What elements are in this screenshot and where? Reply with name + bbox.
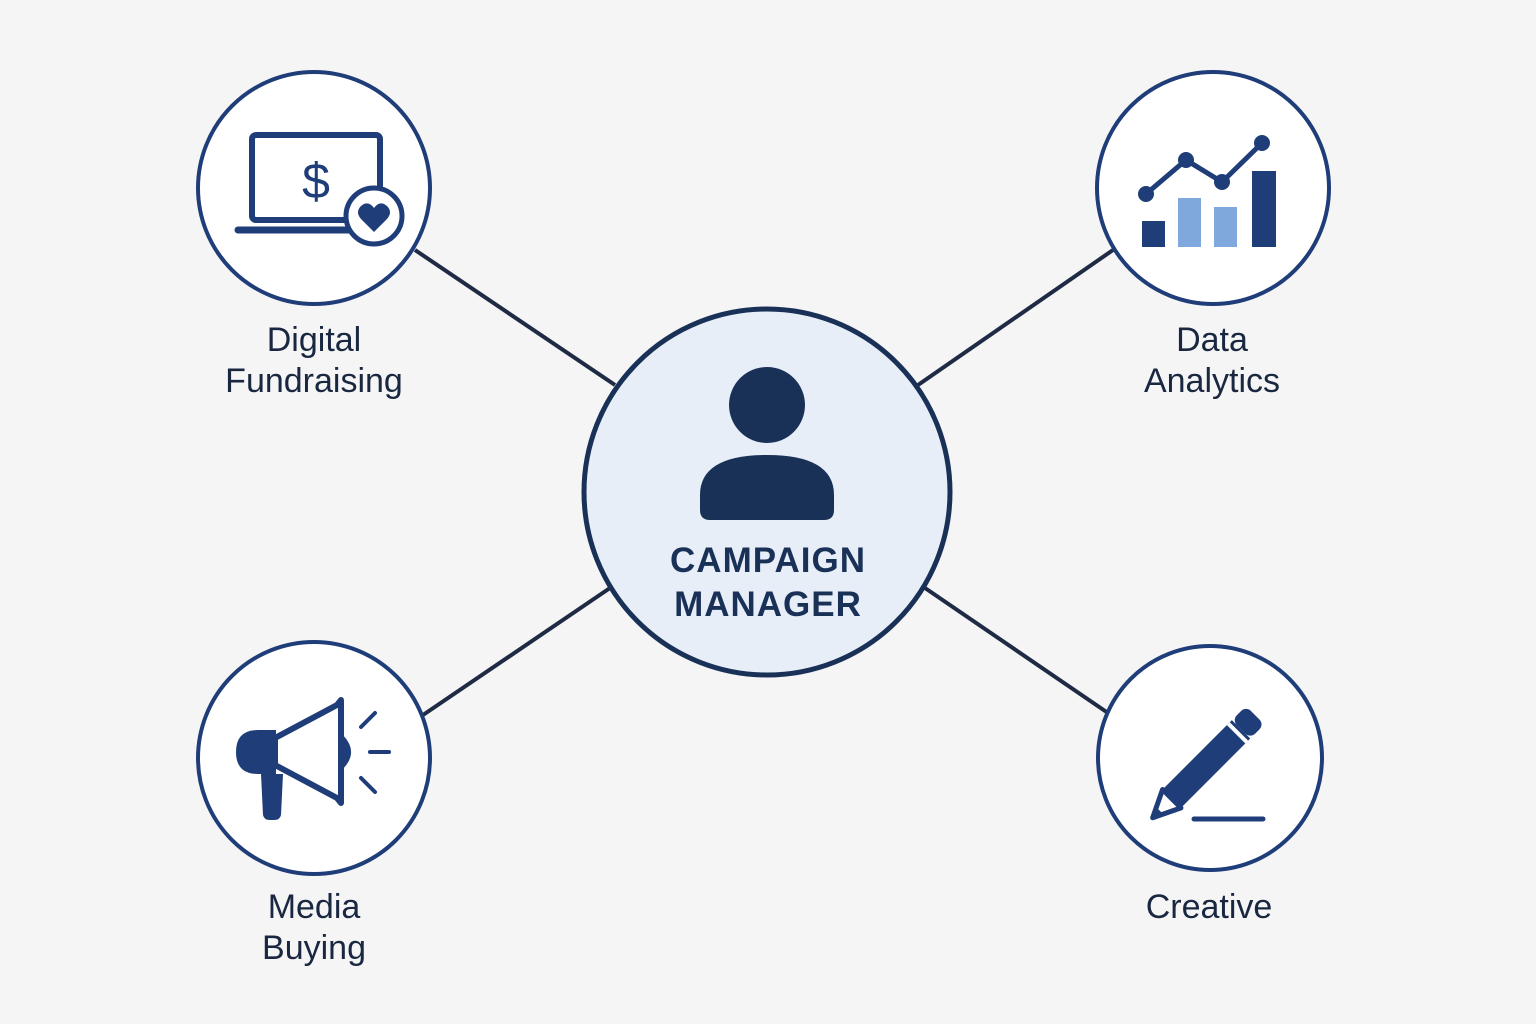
label-data-analytics-line1: Data <box>1176 321 1248 359</box>
pencil-icon <box>1150 708 1266 822</box>
node-media-buying[interactable] <box>196 640 432 876</box>
connector-creative <box>923 586 1110 715</box>
center-label: CAMPAIGN MANAGER <box>618 539 918 627</box>
megaphone-icon <box>236 697 391 820</box>
center-label-line1: CAMPAIGN <box>670 541 866 580</box>
label-data-analytics: Data Analytics <box>1032 320 1392 402</box>
connector-digital-fundraising <box>413 248 617 387</box>
svg-text:$: $ <box>302 153 330 209</box>
label-digital-fundraising-line2: Fundraising <box>225 362 403 400</box>
label-media-buying-line2: Buying <box>262 929 366 967</box>
node-data-analytics[interactable] <box>1095 70 1331 306</box>
connector-data-analytics <box>916 248 1115 387</box>
connector-media-buying <box>421 586 612 717</box>
label-media-buying: Media Buying <box>134 887 494 969</box>
label-data-analytics-line2: Analytics <box>1143 362 1281 400</box>
label-digital-fundraising: Digital Fundraising <box>134 320 494 402</box>
label-creative-line1: Creative <box>1145 888 1273 926</box>
bar-line-chart-icon <box>1138 135 1276 247</box>
label-creative: Creative <box>1029 887 1389 928</box>
label-media-buying-line1: Media <box>267 888 361 926</box>
laptop-dollar-heart-icon: $ <box>234 132 405 247</box>
label-digital-fundraising-line1: Digital <box>266 321 362 359</box>
center-label-line2: MANAGER <box>674 585 862 624</box>
person-icon <box>700 367 834 520</box>
